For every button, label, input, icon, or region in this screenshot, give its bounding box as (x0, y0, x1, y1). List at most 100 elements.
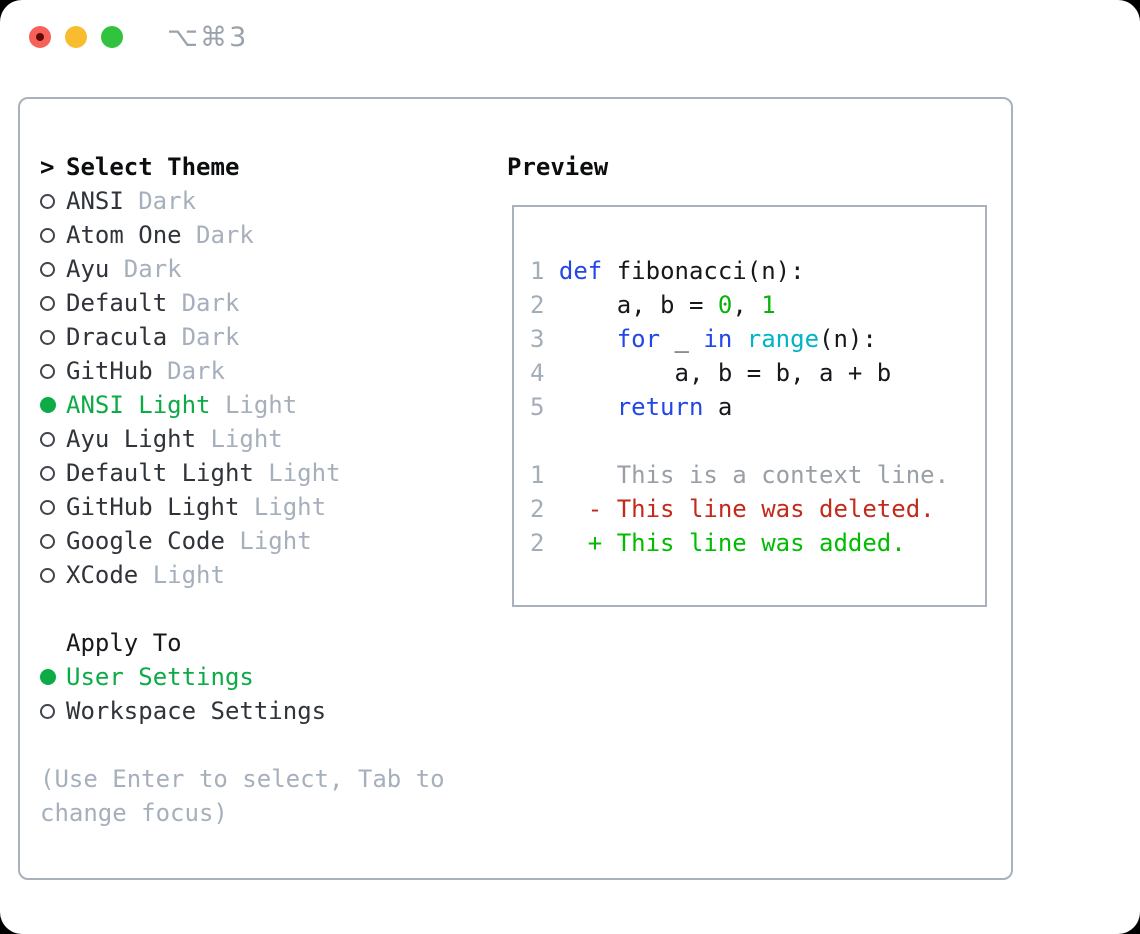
radio-icon (40, 431, 55, 447)
code-token: a, b = b, a + b (558, 359, 892, 387)
radio-icon (40, 261, 55, 277)
theme-variant-badge: Dark (123, 255, 182, 283)
apply-to-label: User Settings (66, 663, 254, 691)
radio-slot (40, 465, 66, 481)
apply-to-option[interactable]: User Settings (40, 660, 445, 694)
theme-name: Ayu Light (66, 425, 197, 453)
prompt-icon: > (40, 153, 55, 181)
radio-slot (40, 669, 66, 685)
code-token: a (703, 393, 733, 421)
code-token: _ (660, 325, 704, 353)
radio-icon (40, 227, 55, 243)
code-token: def (558, 257, 603, 285)
radio-icon (40, 329, 55, 345)
code-line: 3 for _ in range(n): (530, 322, 985, 356)
radio-slot (40, 703, 66, 719)
radio-slot (40, 193, 66, 209)
theme-option[interactable]: ANSI Light Light (40, 388, 445, 422)
theme-option[interactable]: Google Code Light (40, 524, 445, 558)
theme-variant-badge: Light (152, 561, 225, 589)
theme-name: ANSI (66, 187, 124, 215)
apply-to-title: Apply To (66, 629, 182, 657)
apply-to-option[interactable]: Workspace Settings (40, 694, 445, 728)
diff-block: 1 This is a context line.2 - This line w… (530, 458, 985, 560)
theme-name: Atom One (66, 221, 182, 249)
theme-variant-badge: Dark (181, 289, 240, 317)
theme-option[interactable]: Default Dark (40, 286, 445, 320)
theme-name: Dracula (66, 323, 168, 351)
apply-to-label: Workspace Settings (66, 697, 327, 725)
code-token: , (732, 291, 762, 319)
code-token: in (703, 325, 733, 353)
line-number: 2 (530, 495, 559, 523)
minimize-button[interactable] (65, 26, 87, 48)
radio-slot (40, 261, 66, 277)
line-number: 3 (530, 325, 559, 353)
diff-text: - This line was deleted. (558, 495, 935, 523)
code-token: return (616, 393, 704, 421)
diff-line-added: 2 + This line was added. (530, 526, 985, 560)
radio-selected-icon (40, 669, 56, 685)
code-token: 1 (761, 291, 776, 319)
theme-option[interactable]: Ayu Light Light (40, 422, 445, 456)
hint-line-2: change focus) (40, 799, 228, 827)
radio-slot (40, 533, 66, 549)
radio-icon (40, 363, 55, 379)
theme-variant-badge: Light (210, 425, 283, 453)
diff-text: + This line was added. (558, 529, 906, 557)
theme-variant-badge: Light (239, 527, 312, 555)
keyboard-shortcut-label: ⌥⌘3 (167, 22, 249, 53)
radio-icon (40, 567, 55, 583)
code-token: fibonacci(n): (602, 257, 805, 285)
diff-line-deleted: 2 - This line was deleted. (530, 492, 985, 526)
line-number: 4 (530, 359, 559, 387)
line-number: 2 (530, 529, 559, 557)
code-token: for (616, 325, 661, 353)
code-line: 5 return a (530, 390, 985, 424)
radio-slot (40, 397, 66, 413)
theme-name: Default (66, 289, 168, 317)
theme-variant-badge: Light (224, 391, 298, 419)
radio-slot (40, 295, 66, 311)
theme-variant-badge: Dark (138, 187, 197, 215)
radio-icon (40, 295, 55, 311)
diff-text: This is a context line. (558, 461, 950, 489)
zoom-button[interactable] (101, 26, 123, 48)
code-token (559, 393, 617, 421)
code-token: a, b = (558, 291, 718, 319)
theme-name: Google Code (66, 527, 225, 555)
diff-line-context: 1 This is a context line. (530, 458, 985, 492)
radio-icon (40, 703, 55, 719)
window-controls (29, 26, 123, 48)
theme-name: ANSI Light (66, 391, 211, 419)
preview-title: Preview (507, 153, 609, 181)
theme-option[interactable]: XCode Light (40, 558, 445, 592)
theme-name: XCode (66, 561, 139, 589)
code-token: (n): (819, 325, 877, 353)
theme-name: GitHub (66, 357, 153, 385)
close-button[interactable] (29, 26, 51, 48)
radio-icon (40, 465, 55, 481)
radio-icon (40, 499, 55, 515)
radio-slot (40, 329, 66, 345)
line-number: 2 (530, 291, 559, 319)
theme-variant-badge: Light (253, 493, 327, 521)
prompt-slot: > (40, 153, 66, 181)
theme-variant-badge: Light (268, 459, 341, 487)
code-token (732, 325, 746, 353)
theme-option[interactable]: ANSI Dark (40, 184, 445, 218)
radio-slot (40, 227, 66, 243)
